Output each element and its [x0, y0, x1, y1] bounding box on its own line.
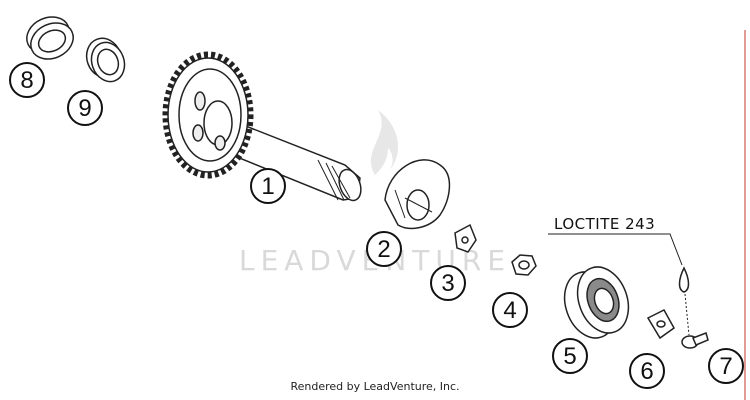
callout-circle-7 — [708, 348, 744, 384]
part-3-clip[interactable] — [454, 223, 477, 253]
callout-circle-3 — [430, 265, 466, 301]
part-8-bearing-ring[interactable] — [21, 10, 79, 65]
callout-circle-6 — [629, 353, 665, 389]
callout-number-2: 2 — [377, 236, 390, 263]
callout-circle-9 — [67, 90, 103, 126]
callout-circle-2 — [366, 231, 402, 267]
part-7-screw[interactable] — [681, 332, 709, 349]
callout-number-7: 7 — [719, 353, 732, 380]
watermark-flame-icon — [370, 110, 399, 175]
callout-number-8: 8 — [20, 67, 33, 94]
loctite-drop-icon — [678, 266, 690, 293]
callout-number-6: 6 — [640, 358, 653, 385]
callout-group: 8 9 1 2 3 4 5 6 7 — [9, 62, 744, 389]
callout-number-3: 3 — [441, 270, 454, 297]
loctite-note: LOCTITE 243 — [554, 215, 655, 233]
part-2-ratchet[interactable] — [384, 159, 451, 230]
callout-circle-5 — [552, 338, 588, 374]
part-6-lock-plate[interactable] — [646, 309, 675, 340]
callout-circle-4 — [492, 292, 528, 328]
loctite-leader-line — [548, 233, 690, 336]
part-4-nut[interactable] — [511, 254, 537, 276]
footer-credit: Rendered by LeadVenture, Inc. — [290, 380, 460, 393]
callout-circle-8 — [9, 62, 45, 98]
callout-number-4: 4 — [503, 297, 516, 324]
callout-circle-1 — [250, 168, 286, 204]
callout-number-5: 5 — [563, 343, 576, 370]
part-5-ball-bearing[interactable] — [556, 260, 637, 345]
callout-number-1: 1 — [261, 173, 274, 200]
part-9-seal-ring[interactable] — [81, 33, 130, 86]
part-1-kickstarter-gear-shaft[interactable] — [162, 51, 365, 203]
callout-number-9: 9 — [78, 95, 91, 122]
